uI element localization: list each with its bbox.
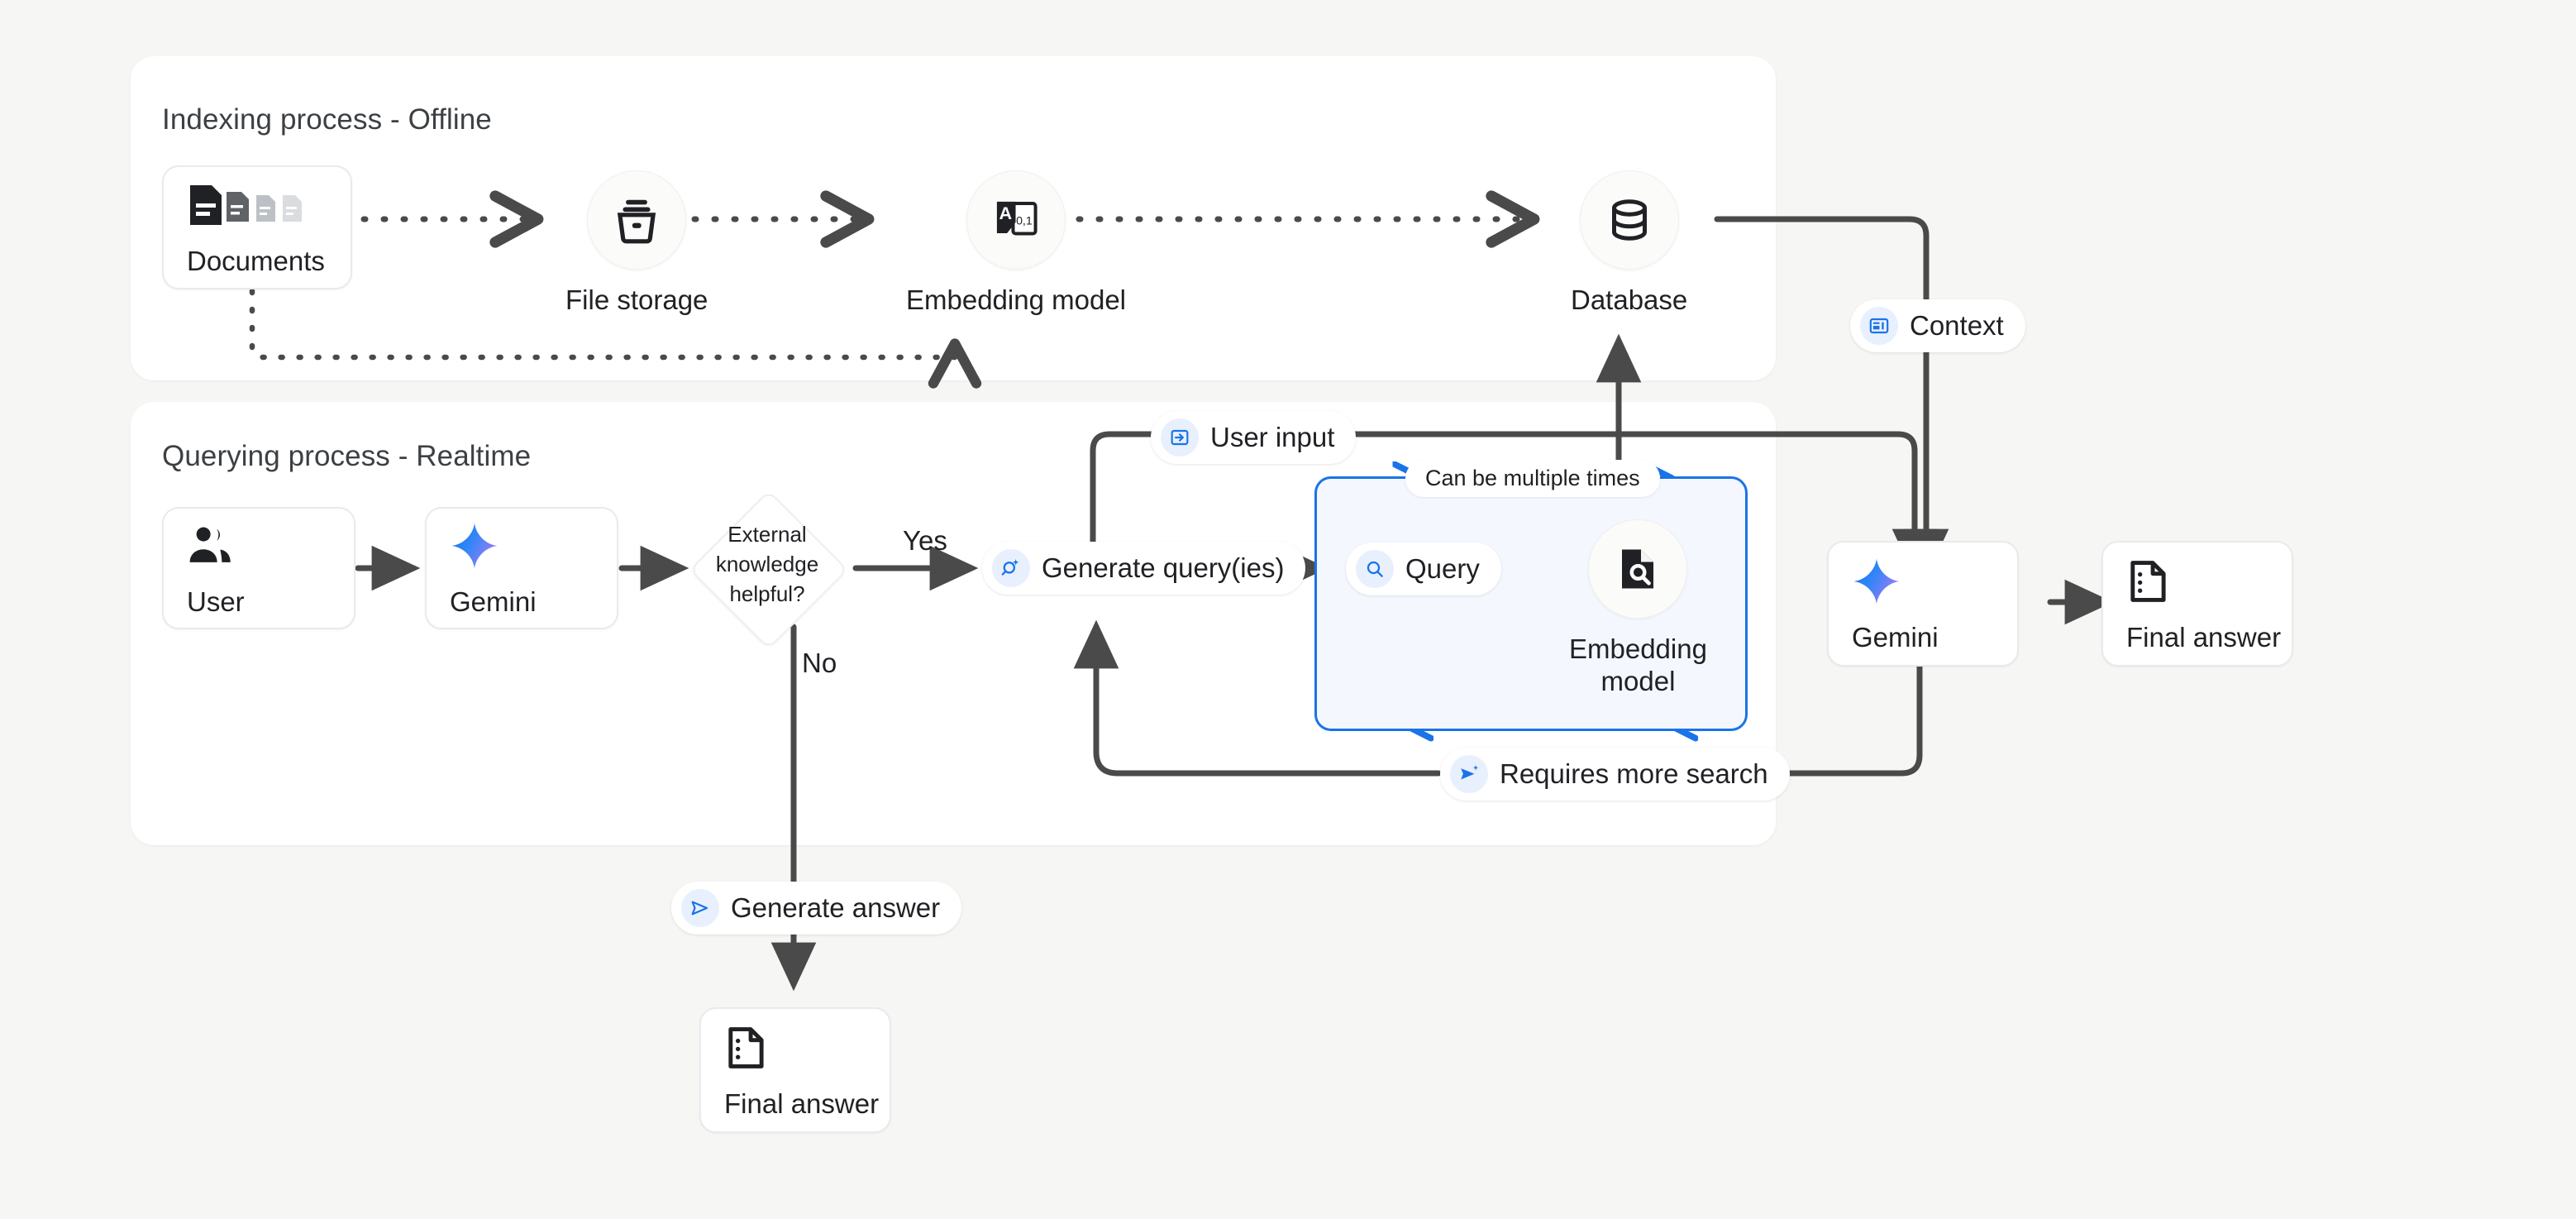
context-pill[interactable]: Context	[1850, 299, 2025, 352]
embedding-model-icon: 0,1 A	[966, 170, 1066, 270]
file-storage-label: File storage	[565, 284, 708, 315]
loop-note-pill: Can be multiple times	[1405, 460, 1660, 497]
query-pill[interactable]: Query	[1346, 543, 1501, 595]
svg-text:A: A	[999, 203, 1012, 223]
file-storage-node[interactable]: File storage	[565, 170, 708, 317]
branch-yes-label: Yes	[903, 525, 947, 556]
gemini-sparkle-icon	[1852, 554, 2017, 609]
gemini-left-card[interactable]: Gemini	[425, 507, 618, 629]
context-card-icon	[1860, 307, 1898, 345]
send-sparkle-icon	[1450, 755, 1488, 793]
final-answer-right-label: Final answer	[2126, 622, 2282, 653]
context-label: Context	[1910, 310, 2004, 341]
documents-icon	[187, 178, 351, 232]
requires-more-search-pill[interactable]: Requires more search	[1440, 748, 1790, 801]
svg-text:0,1: 0,1	[1016, 214, 1033, 227]
query-embedding-model-node[interactable]: Embedding model	[1569, 519, 1707, 698]
decision-line-1: External	[727, 522, 807, 547]
document-search-icon	[1588, 519, 1688, 619]
loop-note-label: Can be multiple times	[1425, 466, 1640, 490]
generate-queries-label: Generate query(ies)	[1042, 552, 1285, 583]
database-icon	[1579, 170, 1679, 270]
database-label: Database	[1571, 284, 1688, 315]
file-storage-icon	[587, 170, 687, 270]
requires-more-search-label: Requires more search	[1500, 758, 1768, 789]
gemini-left-label: Gemini	[450, 586, 537, 618]
generate-answer-label: Generate answer	[731, 892, 941, 923]
querying-panel-title: Querying process - Realtime	[162, 440, 532, 472]
decision-line-3: helpful?	[729, 581, 805, 606]
generate-answer-pill[interactable]: Generate answer	[671, 882, 962, 935]
generate-queries-pill[interactable]: Generate query(ies)	[982, 542, 1306, 595]
gemini-sparkle-icon	[450, 519, 617, 573]
answer-doc-icon	[724, 1021, 890, 1075]
user-input-pill[interactable]: User input	[1151, 411, 1357, 464]
embedding-model-node[interactable]: 0,1 A Embedding model	[906, 170, 1126, 317]
send-icon	[681, 889, 719, 927]
user-label: User	[187, 586, 245, 618]
gemini-right-label: Gemini	[1852, 622, 1939, 653]
final-answer-right-card[interactable]: Final answer	[2101, 541, 2293, 667]
query-embedding-label-1: Embedding	[1569, 633, 1707, 664]
branch-no-label: No	[802, 648, 837, 678]
user-group-icon	[187, 519, 354, 573]
decision-diamond[interactable]: External knowledge helpful?	[689, 490, 849, 650]
indexing-panel-title: Indexing process - Offline	[162, 103, 492, 136]
final-answer-bottom-card[interactable]: Final answer	[699, 1007, 891, 1133]
documents-card[interactable]: Documents	[162, 165, 352, 289]
documents-label: Documents	[187, 246, 325, 277]
final-answer-bottom-label: Final answer	[724, 1088, 880, 1120]
search-sparkle-icon	[992, 549, 1030, 587]
decision-line-2: knowledge	[715, 551, 819, 576]
input-arrow-icon	[1161, 418, 1199, 457]
user-input-label: User input	[1210, 422, 1335, 452]
query-label: Query	[1405, 553, 1480, 584]
answer-doc-icon	[2126, 554, 2292, 609]
database-node[interactable]: Database	[1571, 170, 1687, 317]
embedding-model-label: Embedding model	[906, 284, 1126, 315]
query-embedding-label-2: model	[1600, 665, 1676, 696]
gemini-right-card[interactable]: Gemini	[1827, 541, 2019, 667]
search-icon	[1356, 550, 1394, 588]
user-card[interactable]: User	[162, 507, 355, 629]
